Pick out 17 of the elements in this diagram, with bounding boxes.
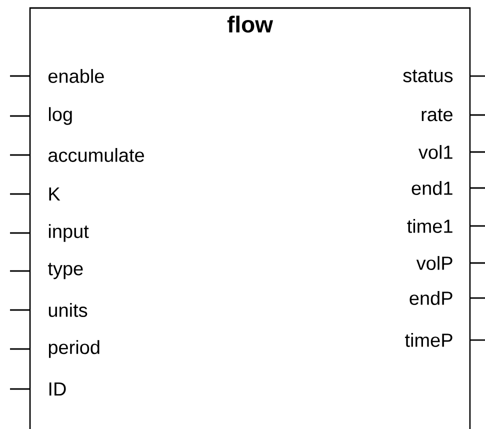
pin-label: K xyxy=(49,187,60,201)
pin-label: log xyxy=(48,107,72,125)
pin-label: rate xyxy=(422,108,452,122)
pin-label: timeP xyxy=(405,333,452,347)
pin-label: enable xyxy=(48,69,104,83)
pin-label: ID xyxy=(49,382,66,396)
pin-label: time1 xyxy=(407,219,452,233)
pin-label: period xyxy=(48,340,100,358)
pin-label: accumulate xyxy=(48,148,144,162)
pin-label: input xyxy=(48,224,89,242)
pin-label: endP xyxy=(410,291,452,305)
pin-label: units xyxy=(48,303,88,317)
pin-label: type xyxy=(48,262,83,280)
pin-label: end1 xyxy=(412,181,452,195)
pin-label: vol1 xyxy=(418,145,452,159)
pin-label: volP xyxy=(416,256,452,270)
pin-label: status xyxy=(403,70,453,82)
